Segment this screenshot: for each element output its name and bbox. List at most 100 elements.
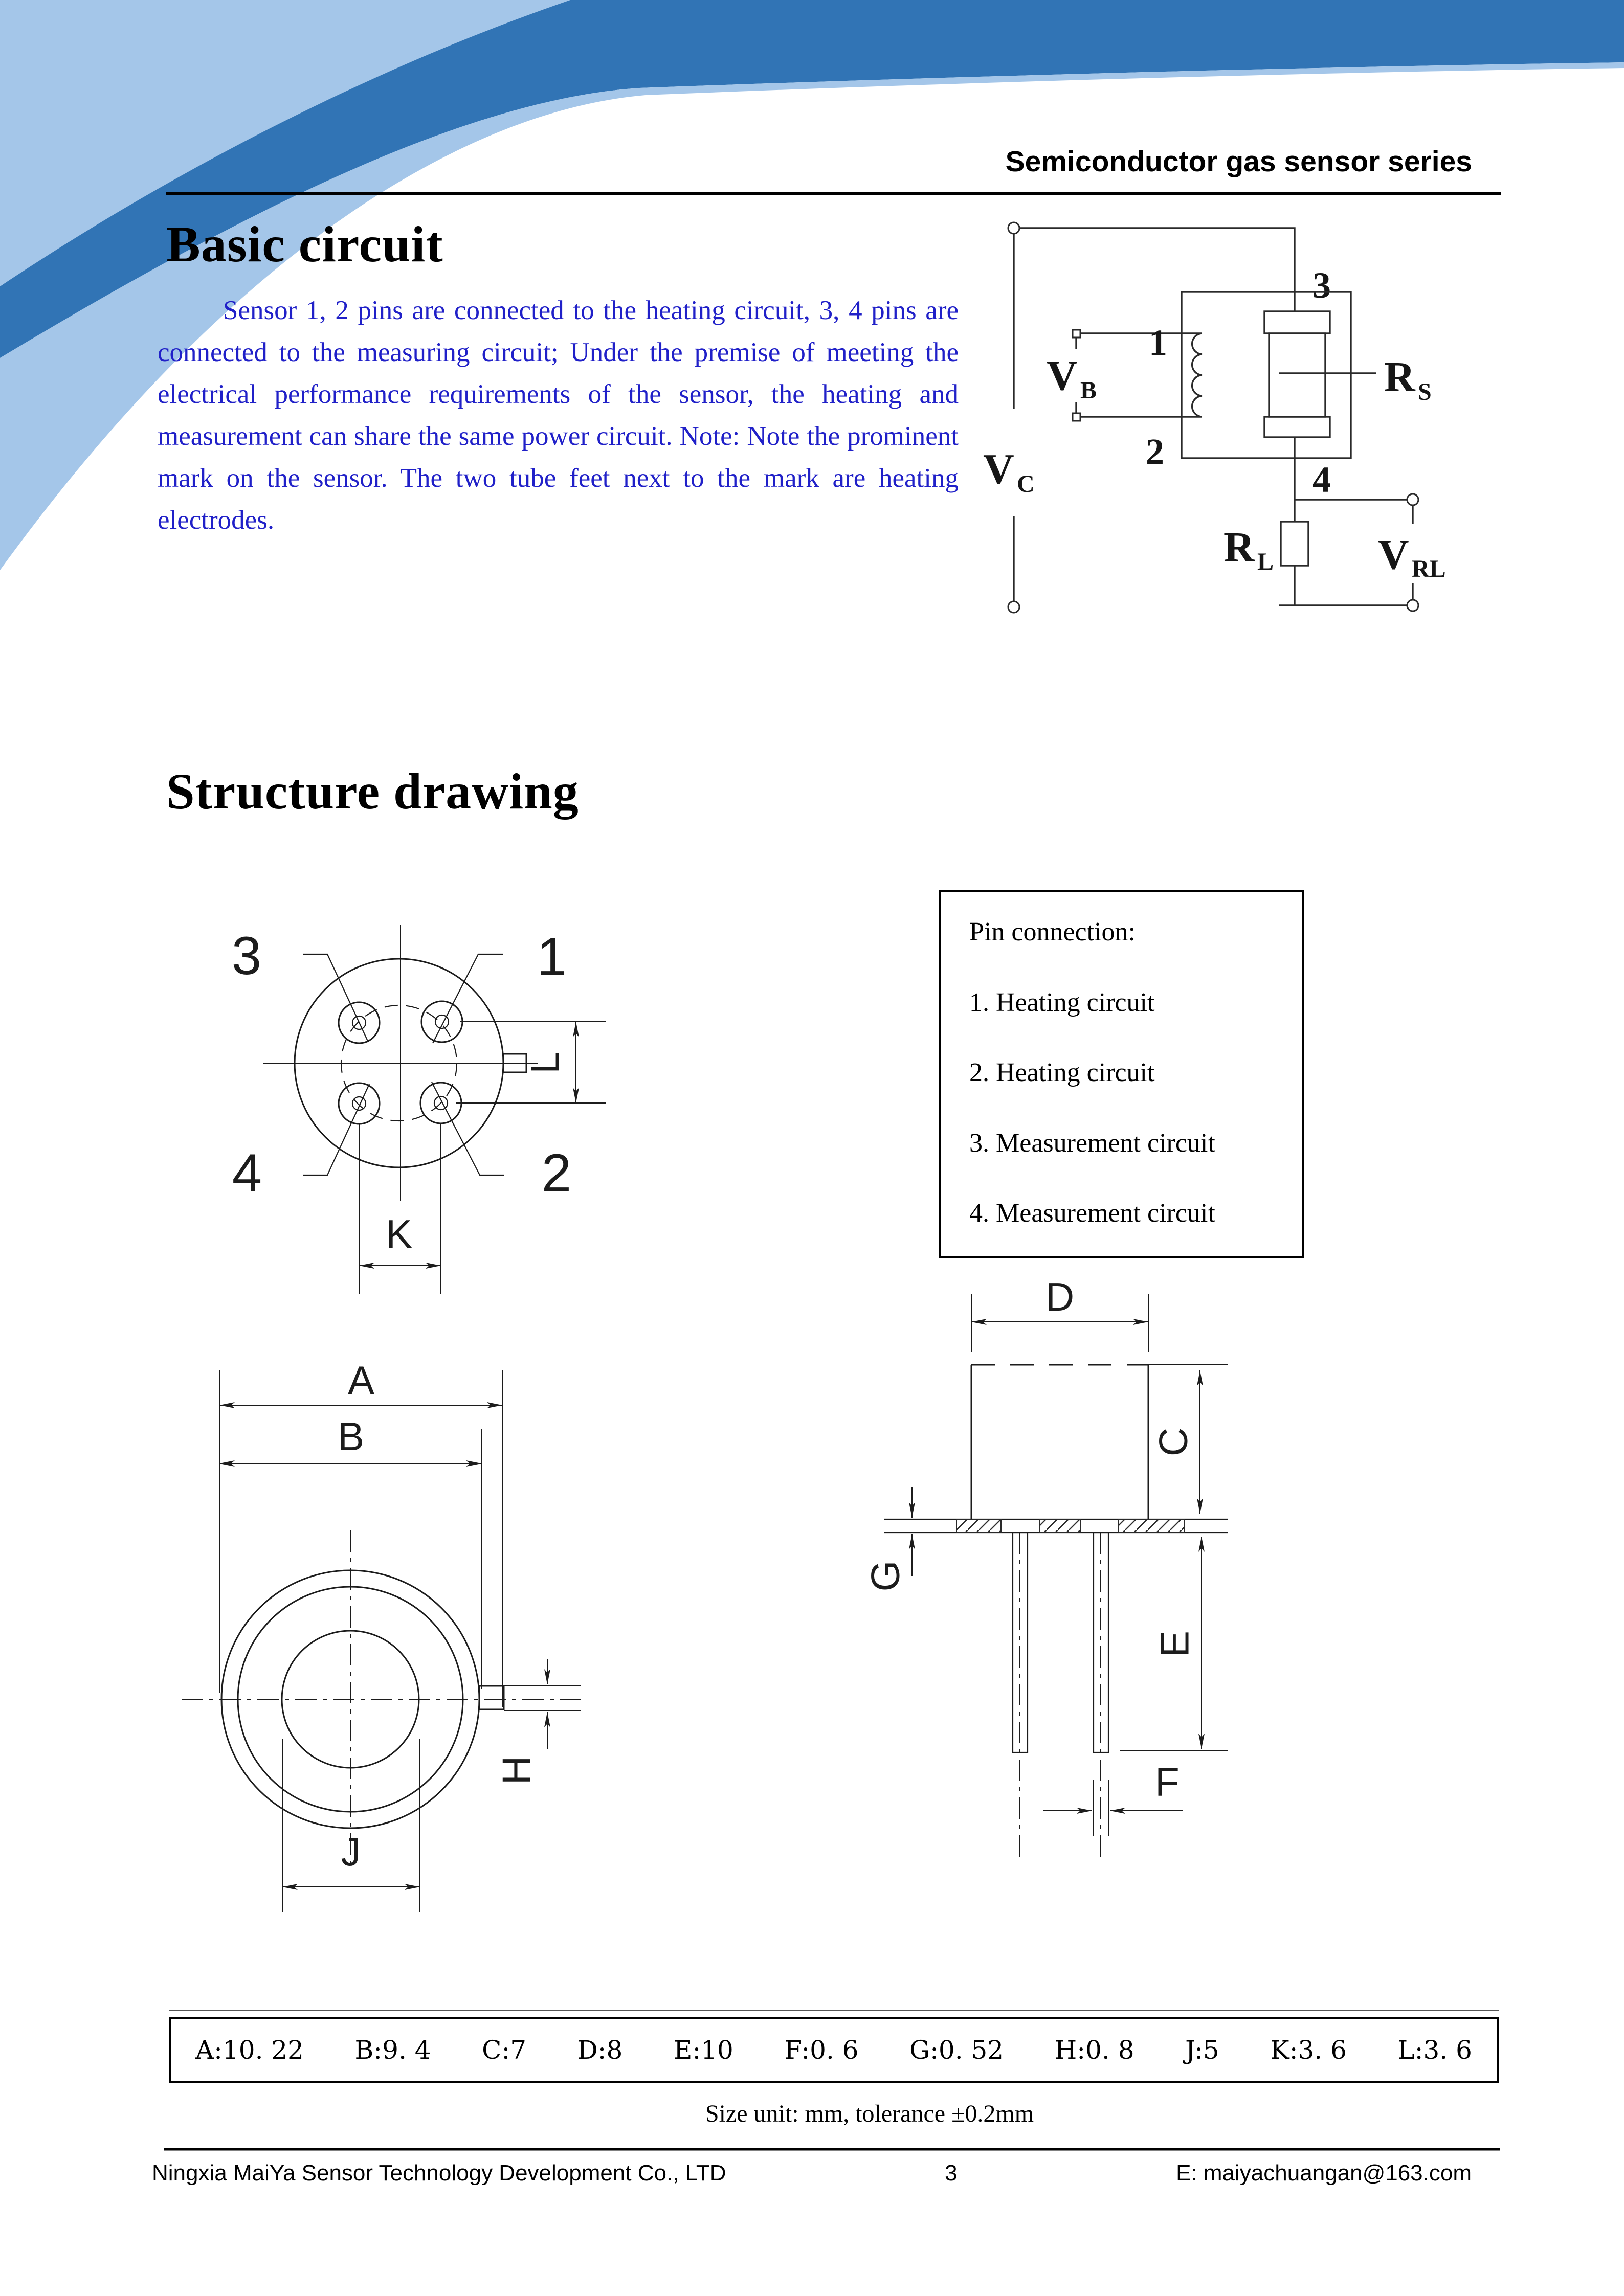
rs-resistor-bottom-cap bbox=[1263, 416, 1331, 438]
dimension-B: B bbox=[219, 1414, 482, 1689]
top-view-pin3 bbox=[338, 1001, 381, 1044]
top-view-pin-circle-dashed bbox=[340, 1004, 458, 1122]
dimensions-table: A:10. 22 B:9. 4 C:7 D:8 E:10 F:0. 6 G:0.… bbox=[169, 2017, 1499, 2083]
dimension-C-label: C bbox=[1151, 1428, 1196, 1456]
terminal-vrl-top bbox=[1406, 493, 1419, 506]
series-title: Semiconductor gas sensor series bbox=[1005, 145, 1472, 178]
dimension-G: G bbox=[863, 1487, 915, 1592]
dimension-K: K bbox=[359, 1124, 441, 1294]
side-view-flange bbox=[884, 1518, 1228, 1534]
dimension-J: J bbox=[282, 1739, 420, 1912]
footer: Ningxia MaiYa Sensor Technology Developm… bbox=[152, 2160, 1472, 2187]
top-view-index-tab bbox=[502, 1053, 527, 1073]
pin-connection-item-2: 2. Heating circuit bbox=[969, 1058, 1155, 1088]
side-view-pins bbox=[1012, 1532, 1109, 1861]
vb-label: V bbox=[1047, 352, 1078, 399]
dimension-F: F bbox=[1043, 1760, 1183, 1836]
pin-connection-item-3: 3. Measurement circuit bbox=[969, 1128, 1215, 1158]
swoosh-light-upper bbox=[0, 0, 570, 286]
structure-top-view: 3 1 4 2 L K bbox=[232, 925, 606, 1294]
footer-email: E: maiyachuangan@163.com bbox=[1176, 2160, 1472, 2186]
table-cell-G: G:0. 52 bbox=[909, 2035, 1004, 2065]
dimension-H-label: H bbox=[494, 1756, 539, 1785]
pin-connection-item-4: 4. Measurement circuit bbox=[969, 1199, 1215, 1228]
pin-connection-heading: Pin connection: bbox=[969, 917, 1136, 947]
table-cell-K: K:3. 6 bbox=[1270, 2035, 1347, 2065]
vc-label-sub: C bbox=[1017, 470, 1035, 498]
basic-circuit-title: Basic circuit bbox=[166, 216, 443, 273]
pin-connection-item-1: 1. Heating circuit bbox=[969, 987, 1155, 1017]
table-cell-L: L:3. 6 bbox=[1397, 2035, 1472, 2065]
rs-resistor-body bbox=[1268, 332, 1326, 418]
vb-label-sub: B bbox=[1080, 377, 1097, 404]
table-cell-H: H:0. 8 bbox=[1054, 2035, 1134, 2065]
terminal-vrl-bottom bbox=[1406, 599, 1419, 612]
rl-label-sub: L bbox=[1257, 548, 1274, 575]
top-view-pin2-label: 2 bbox=[542, 1143, 571, 1203]
terminal-vc-top bbox=[1007, 221, 1020, 235]
table-cell-E: E:10 bbox=[673, 2035, 733, 2065]
rs-label: R bbox=[1384, 353, 1416, 401]
swoosh-dark-band bbox=[0, 0, 1624, 358]
dimension-L: L bbox=[456, 1021, 606, 1104]
footer-page-number: 3 bbox=[945, 2160, 958, 2186]
vrl-label-sub: RL bbox=[1412, 555, 1446, 582]
structure-bottom-view: A B H bbox=[182, 1358, 581, 1912]
pin4-leader bbox=[303, 1084, 370, 1176]
circuit-pin3-label: 3 bbox=[1312, 265, 1331, 306]
heater-coil bbox=[1191, 332, 1203, 418]
basic-circuit-schematic: V C 3 1 2 V B R S bbox=[983, 221, 1446, 614]
terminal-vb-bottom bbox=[1072, 412, 1081, 422]
top-view-pin1 bbox=[420, 1000, 463, 1043]
pin-connection-box: Pin connection: 1. Heating circuit 2. He… bbox=[939, 890, 1304, 1258]
side-view-cap bbox=[970, 1364, 1228, 1519]
size-unit-note: Size unit: mm, tolerance ±0.2mm bbox=[705, 2100, 1034, 2127]
dimension-G-label: G bbox=[863, 1561, 908, 1592]
footer-company: Ningxia MaiYa Sensor Technology Developm… bbox=[152, 2160, 726, 2186]
table-cell-B: B:9. 4 bbox=[354, 2035, 431, 2065]
dimension-K-label: K bbox=[386, 1211, 412, 1256]
dimension-A: A bbox=[219, 1358, 503, 1707]
dimension-E: E bbox=[1120, 1537, 1228, 1751]
table-cell-A: A:10. 22 bbox=[195, 2035, 304, 2065]
pin1-leader bbox=[432, 953, 503, 1044]
dimension-C: C bbox=[1151, 1370, 1203, 1514]
dimension-F-label: F bbox=[1155, 1760, 1180, 1805]
dimension-J-label: J bbox=[341, 1829, 361, 1874]
top-view-pin4-label: 4 bbox=[232, 1143, 262, 1203]
structure-drawing-title: Structure drawing bbox=[166, 763, 579, 820]
dimension-L-label: L bbox=[523, 1051, 568, 1073]
top-view-pin3-label: 3 bbox=[232, 926, 261, 986]
dimension-E-label: E bbox=[1152, 1631, 1197, 1657]
dimension-D: D bbox=[971, 1274, 1149, 1352]
rl-resistor bbox=[1280, 521, 1309, 567]
pin2-leader bbox=[431, 1082, 504, 1176]
dimension-B-label: B bbox=[338, 1414, 364, 1459]
vc-label: V bbox=[983, 445, 1014, 493]
vrl-label: V bbox=[1378, 531, 1409, 578]
header-swoosh-decoration bbox=[0, 0, 1624, 570]
table-cell-J: J:5 bbox=[1185, 2035, 1219, 2065]
rl-label: R bbox=[1223, 524, 1255, 571]
rs-label-sub: S bbox=[1418, 378, 1432, 406]
dimension-A-label: A bbox=[348, 1358, 374, 1403]
terminal-vb-top bbox=[1072, 329, 1081, 339]
sensor-outline-box bbox=[1181, 291, 1352, 459]
dimension-H: H bbox=[494, 1659, 581, 1785]
bottom-view-index-tab bbox=[478, 1685, 505, 1710]
circuit-pin2-label: 2 bbox=[1146, 431, 1164, 472]
table-outer-border-top bbox=[169, 2010, 1499, 2011]
table-cell-F: F:0. 6 bbox=[784, 2035, 859, 2065]
circuit-pin1-label: 1 bbox=[1149, 322, 1167, 363]
terminal-vc-bottom bbox=[1007, 600, 1020, 614]
table-cell-C: C:7 bbox=[482, 2035, 527, 2065]
top-view-pin4 bbox=[338, 1082, 381, 1125]
table-cell-D: D:8 bbox=[577, 2035, 623, 2065]
dimension-D-label: D bbox=[1045, 1274, 1074, 1319]
rs-resistor-top-cap bbox=[1263, 310, 1331, 334]
top-view-pin1-label: 1 bbox=[537, 927, 567, 987]
basic-circuit-paragraph: Sensor 1, 2 pins are connected to the he… bbox=[158, 296, 959, 535]
circuit-pin4-label: 4 bbox=[1312, 459, 1331, 500]
